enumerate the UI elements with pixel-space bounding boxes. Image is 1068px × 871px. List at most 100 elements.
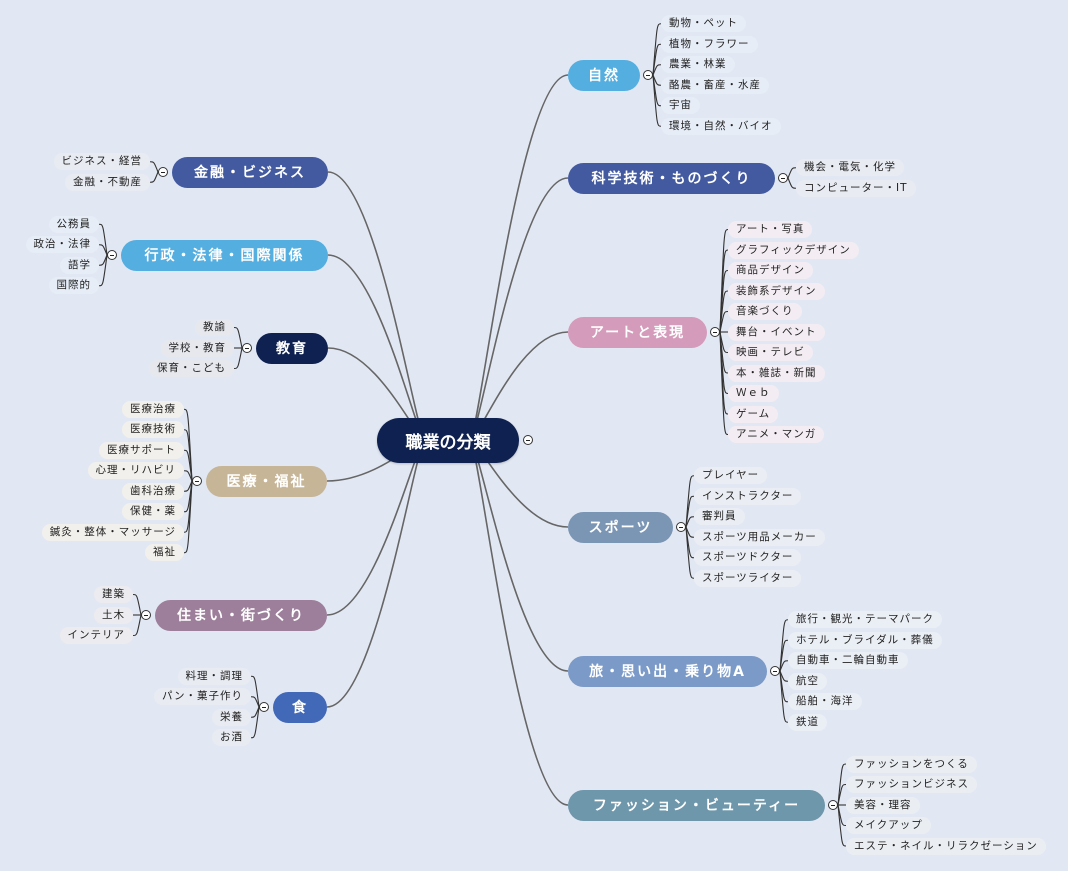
child-node[interactable]: 保育・こども [149, 360, 234, 377]
child-node[interactable]: 音楽づくり [728, 303, 802, 320]
child-node[interactable]: Ｗｅｂ [728, 385, 779, 402]
child-node[interactable]: 宇宙 [661, 97, 700, 115]
child-node[interactable]: 植物・フラワー [661, 35, 758, 53]
child-node[interactable]: 旅行・観光・テーマパーク [788, 611, 942, 629]
child-connector [719, 290, 729, 333]
child-node[interactable]: 栄養 [212, 708, 251, 726]
child-node[interactable]: ホテル・ブライダル・葬儀 [788, 631, 942, 649]
child-connector [652, 74, 662, 86]
child-node[interactable]: 語学 [60, 256, 99, 274]
child-node[interactable]: 医療治療 [122, 400, 184, 418]
child-node[interactable]: 政治・法律 [25, 236, 99, 254]
child-node[interactable]: 土木 [94, 606, 133, 624]
branch-node[interactable]: 行政・法律・国際関係 [121, 239, 328, 271]
child-node[interactable]: インテリア [59, 627, 133, 644]
branch-node[interactable]: 教育 [256, 332, 328, 364]
collapse-toggle[interactable] [192, 476, 202, 486]
child-node[interactable]: スポーツ用品メーカー [694, 528, 825, 546]
child-node[interactable]: インストラクター [694, 487, 802, 505]
collapse-toggle[interactable] [242, 343, 252, 353]
child-node[interactable]: 建築 [94, 586, 133, 603]
branch-node[interactable]: 金融・ビジネス [172, 156, 328, 188]
child-node[interactable]: ゲーム [728, 405, 779, 423]
child-connector [149, 171, 159, 183]
child-node[interactable]: 本・雑誌・新聞 [728, 364, 825, 382]
child-connector [98, 254, 108, 266]
child-node[interactable]: 金融・不動産 [65, 173, 150, 191]
child-node[interactable]: 心理・リハビリ [87, 462, 184, 480]
child-node[interactable]: パン・菓子作り [153, 688, 251, 706]
branch-node[interactable]: 科学技術・ものづくり [568, 162, 775, 194]
child-node[interactable]: コンピューター・IT [796, 179, 916, 197]
child-connector [652, 64, 662, 76]
child-node[interactable]: 船舶・海洋 [788, 693, 862, 711]
branch-node[interactable]: 食 [273, 691, 327, 723]
collapse-toggle[interactable] [676, 522, 686, 532]
root-node[interactable]: 職業の分類 [377, 418, 519, 463]
root-connector [327, 254, 426, 441]
child-connector [98, 254, 108, 287]
collapse-toggle[interactable] [141, 610, 151, 620]
collapse-toggle[interactable] [643, 70, 653, 80]
child-node[interactable]: 酪農・畜産・水産 [661, 76, 769, 94]
child-node[interactable]: 鉄道 [788, 713, 827, 731]
collapse-toggle[interactable] [158, 167, 168, 177]
child-node[interactable]: ファッションをつくる [846, 755, 977, 773]
child-node[interactable]: 福祉 [145, 544, 184, 562]
child-node[interactable]: 動物・ペット [661, 15, 746, 33]
collapse-toggle[interactable] [828, 800, 838, 810]
child-node[interactable]: アニメ・マンガ [728, 426, 825, 443]
child-node[interactable]: 航空 [788, 672, 827, 690]
child-node[interactable]: 美容・理容 [846, 796, 920, 814]
child-node[interactable]: 公務員 [48, 215, 99, 233]
child-node[interactable]: 医療サポート [99, 441, 184, 459]
child-node[interactable]: エステ・ネイル・リラクゼーション [846, 837, 1046, 855]
child-connector [719, 310, 729, 333]
child-node[interactable]: 商品デザイン [728, 262, 813, 279]
collapse-toggle[interactable] [107, 250, 117, 260]
child-connector [719, 331, 729, 436]
branch-node[interactable]: 自然 [568, 59, 640, 91]
child-node[interactable]: 舞台・イベント [728, 323, 825, 341]
child-node[interactable]: メイクアップ [846, 817, 931, 834]
child-connector [779, 670, 789, 723]
branch-node[interactable]: 医療・福祉 [206, 465, 327, 497]
collapse-toggle[interactable] [770, 666, 780, 676]
branch-node[interactable]: ファッション・ビューティー [568, 789, 825, 821]
child-node[interactable]: ファッションビジネス [846, 776, 977, 793]
child-node[interactable]: 鍼灸・整体・マッサージ [41, 523, 184, 541]
child-node[interactable]: 自動車・二輪自動車 [788, 652, 908, 670]
child-node[interactable]: プレイヤー [694, 467, 768, 485]
child-node[interactable]: 学校・教育 [160, 339, 234, 357]
child-node[interactable]: グラフィックデザイン [728, 241, 859, 259]
child-node[interactable]: 環境・自然・バイオ [661, 117, 781, 135]
child-node[interactable]: 保健・薬 [122, 503, 184, 521]
child-connector [837, 763, 847, 806]
child-node[interactable]: アート・写真 [728, 221, 813, 238]
child-connector [779, 619, 789, 672]
child-node[interactable]: 国際的 [48, 277, 99, 295]
child-node[interactable]: お酒 [212, 729, 251, 747]
branch-node[interactable]: スポーツ [568, 511, 673, 543]
root-connector [326, 439, 426, 616]
child-node[interactable]: ビジネス・経営 [53, 153, 150, 171]
child-node[interactable]: 歯科治療 [122, 482, 184, 500]
root-collapse-toggle[interactable] [523, 435, 533, 445]
child-node[interactable]: 農業・林業 [661, 56, 735, 74]
child-connector [250, 696, 260, 708]
child-node[interactable]: 機会・電気・化学 [796, 159, 904, 177]
child-node[interactable]: スポーツライター [694, 569, 802, 587]
collapse-toggle[interactable] [710, 327, 720, 337]
branch-node[interactable]: 住まい・街づくり [155, 599, 327, 631]
child-node[interactable]: 装飾系デザイン [728, 282, 825, 300]
collapse-toggle[interactable] [778, 173, 788, 183]
collapse-toggle[interactable] [259, 702, 269, 712]
child-node[interactable]: 教諭 [195, 319, 234, 336]
child-node[interactable]: 医療技術 [122, 421, 184, 439]
branch-node[interactable]: アートと表現 [568, 316, 707, 348]
child-node[interactable]: 審判員 [694, 508, 745, 526]
child-node[interactable]: 料理・調理 [177, 667, 251, 685]
branch-node[interactable]: 旅・思い出・乗り物A [568, 655, 767, 687]
child-node[interactable]: スポーツドクター [694, 549, 802, 567]
child-node[interactable]: 映画・テレビ [728, 344, 813, 361]
